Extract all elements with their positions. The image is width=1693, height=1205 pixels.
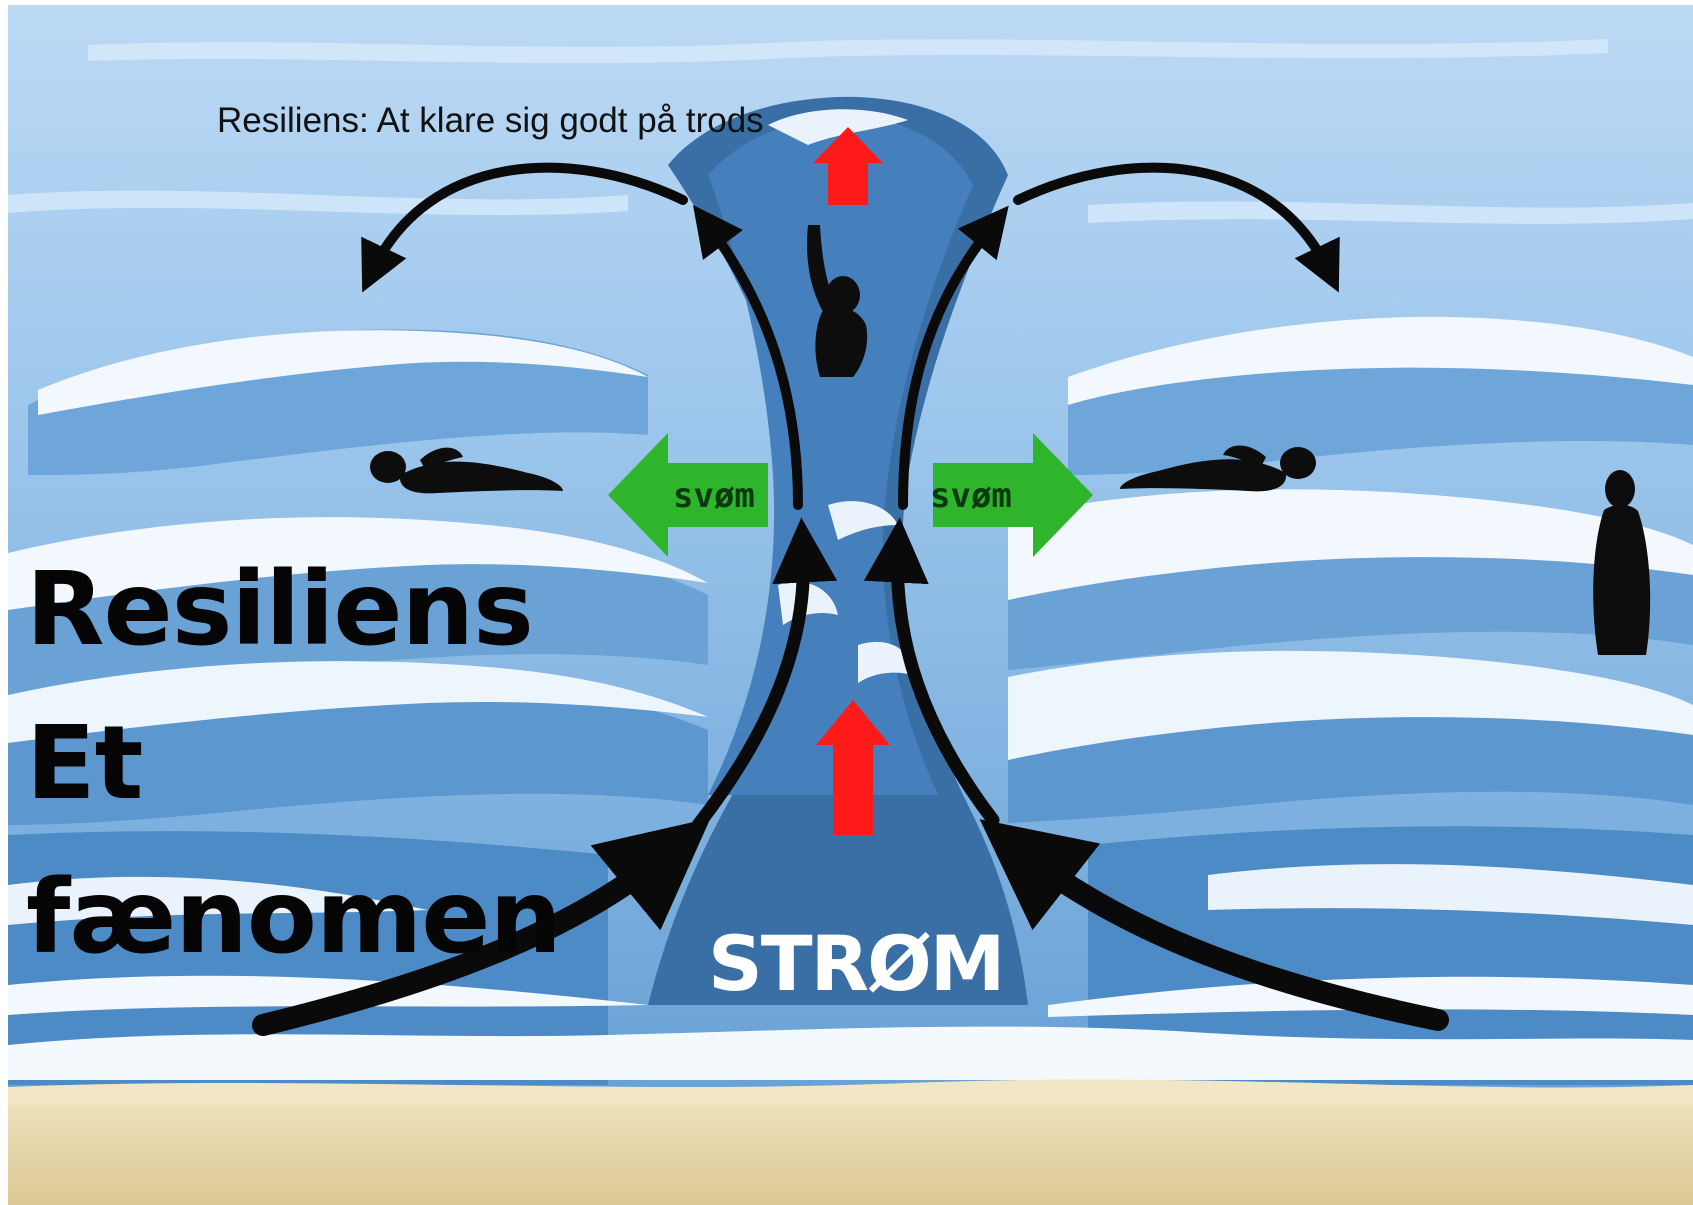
title-line-3: fænomen [26,841,561,995]
swim-left-label: svøm [673,476,755,516]
slide: svøm svøm STRØM Resiliens: At kla [8,5,1693,1205]
swim-right-label: svøm [930,476,1012,516]
slide-subtitle: Resiliens: At klare sig godt på trods [217,101,764,141]
title-line-1: Resiliens [26,533,561,687]
sand-beach [8,1090,1693,1205]
right-wave-crests [1008,317,1693,823]
title-line-2: Et [26,687,561,841]
slide-title: Resiliens Et fænomen [26,533,561,995]
current-label: STRØM [708,919,1003,1008]
